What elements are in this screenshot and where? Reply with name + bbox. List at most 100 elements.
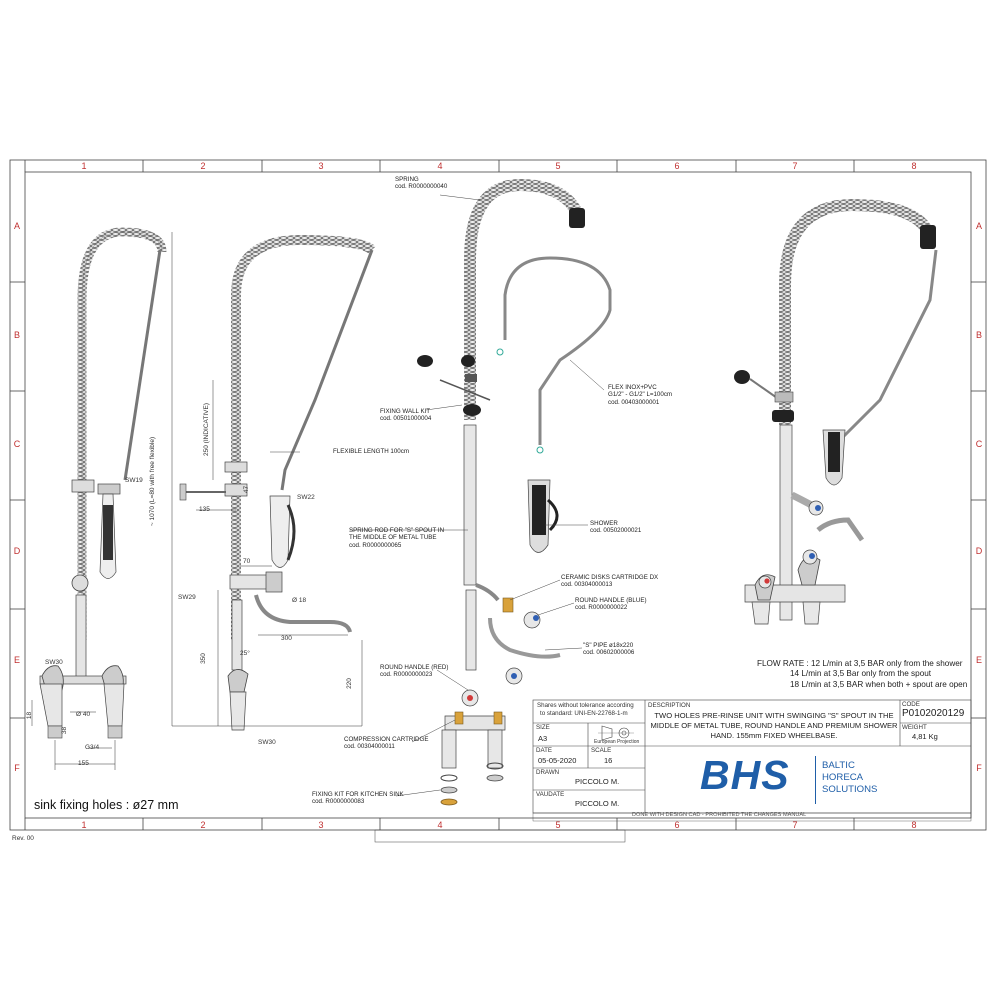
zone-col-2-bottom: 2 [200,820,206,830]
dim-sw30-front: SW30 [45,659,63,666]
dim-sw29: SW29 [178,594,196,601]
callout-handle-red-code: cod. R0000000023 [380,671,433,679]
callout-ceramic-cartridge: CERAMIC DISKS CARTRIDGE DX cod. 00304000… [561,574,658,589]
revision-label: Rev. 00 [12,835,34,842]
side-view [171,232,376,731]
dim-h47: 47 [243,485,251,494]
flow-rate-line-3: 18 L/min at 3,5 BAR when both + spout ar… [790,679,968,689]
zone-row-f-right: F [976,763,982,773]
callout-spring-name: SPRING [395,176,419,183]
zone-row-c-left: C [13,439,21,449]
callout-compression-cartridge: COMPRESSION CARTRIDGE cod. 00304000011 [344,736,428,751]
logo-mark: BHS [700,752,790,798]
title-block-grid [532,699,972,822]
zone-col-3-top: 3 [318,161,324,171]
zone-col-1-top: 1 [81,161,87,171]
dim-h350: 350 [199,653,207,664]
callout-handle-red-name: ROUND HANDLE (RED) [380,664,449,671]
callout-s-pipe-name: "S" PIPE ø18x220 [583,642,634,649]
callout-flexible-length: FLEXIBLE LENGTH 100cm [333,448,409,455]
sink-fixing-holes-note: sink fixing holes : ø27 mm [34,798,179,812]
callout-handle-blue-name: ROUND HANDLE (BLUE) [575,597,647,604]
tb-scale-value: 16 [604,756,613,765]
dim-w300: 300 [281,635,292,642]
callout-flex: FLEX INOX+PVC G1/2" - G1/2" L=100cm cod.… [608,384,672,406]
callout-handle-red: ROUND HANDLE (RED) cod. R0000000023 [380,664,448,679]
zone-col-3-bottom: 3 [318,820,324,830]
zone-row-b-right: B [975,330,983,340]
zone-col-7-top: 7 [792,161,798,171]
zone-row-a-left: A [13,221,21,231]
zone-row-a-right: A [975,221,983,231]
callout-shower: SHOWER cod. 00502000021 [590,520,641,535]
callout-sink-kit: FIXING KIT FOR KITCHEN SINK cod. R000000… [312,791,404,806]
callout-spring-code: cod. R0000000040 [395,183,448,191]
zone-col-6-top: 6 [674,161,680,171]
dim-sw30-side: SW30 [258,739,276,746]
tb-code-value: P0102020129 [902,708,965,719]
zone-row-c-right: C [975,439,983,449]
dim-d40: Ø 40 [76,711,91,718]
callout-flex-spec: G1/2" - G1/2" L=100cm [608,391,673,399]
flow-rate-line-2: 14 L/min at 3,5 Bar only from the spout [790,669,932,679]
callout-flex-name: FLEX INOX+PVC [608,384,657,391]
zone-col-4-top: 4 [437,161,443,171]
zone-row-f-left: F [14,763,20,773]
callout-sink-kit-code: cod. R0000000083 [312,798,365,806]
leader-lines [270,194,605,797]
zone-col-8-top: 8 [911,161,917,171]
zone-col-5-top: 5 [555,161,561,171]
zone-col-6-bottom: 6 [674,820,680,830]
callout-ceramic-code: cod. 00304000013 [561,581,613,589]
projection-symbol [598,725,634,741]
tb-description-label: DESCRIPTION [648,702,691,709]
tb-date-label: DATE [536,747,553,754]
zone-col-5-bottom: 5 [555,820,561,830]
callout-s-pipe: "S" PIPE ø18x220 cod. 00602000006 [583,642,634,657]
logo-text: BALTIC HORECA SOLUTIONS [822,760,877,795]
front-view [31,227,167,770]
zone-row-d-right: D [975,546,983,556]
dim-h220: 220 [345,678,353,689]
zone-row-e-left: E [13,655,21,665]
callout-spring-rod-code: cod. R0000000065 [349,541,402,549]
flow-rate-line-1: FLOW RATE : 12 L/min at 3,5 BAR only fro… [757,659,963,668]
tb-tolerance-1: Shares without tolerance according [537,702,634,709]
zone-row-d-left: D [13,546,21,556]
tb-description: TWO HOLES PRE-RINSE UNIT WITH SWINGING "… [650,711,898,740]
tb-weight-value: 4,81 Kg [912,732,938,741]
zone-row-b-left: B [13,330,21,340]
zone-col-2-top: 2 [200,161,206,171]
dim-h38: 38 [61,726,69,735]
logo-divider [815,756,816,804]
dim-w155: 155 [78,760,89,767]
tb-drawn-value: PICCOLO M. [575,777,620,786]
callout-ceramic-name: CERAMIC DISKS CARTRIDGE DX [561,574,659,581]
callout-handle-blue-code: cod. R0000000022 [575,604,628,612]
dim-sw19: SW19 [125,477,143,484]
tb-weight-label: WEIGHT [902,724,927,731]
tb-drawn-label: DRAWN [536,769,560,776]
tb-scale-label: SCALE [591,747,612,754]
tb-date-value: 05-05-2020 [538,756,577,765]
tb-projection: European Projection [594,739,640,745]
dim-w135: 135 [199,506,210,513]
callout-fixing-wall-kit-code: cod. 00501000004 [380,415,432,423]
dim-g34: G3/4 [85,744,100,751]
callout-sink-kit-name: FIXING KIT FOR KITCHEN SINK [312,791,404,798]
dim-d18: Ø 18 [292,597,307,604]
tb-validate-label: VAUDATE [536,791,565,798]
tb-tolerance-2: to standard: UNI-EN-22768-1-m [540,710,628,717]
flow-rate-note: FLOW RATE : 12 L/min at 3,5 BAR only fro… [757,659,967,690]
dim-h18: 18 [26,711,34,720]
callout-fixing-wall-kit-name: FIXING WALL KIT [380,408,431,415]
callout-flex-code: cod. 00403000001 [608,398,660,406]
dim-h1070: ~ 1070 (L=80 with free flexible) [149,436,157,527]
logo-line-2: HORECA [822,771,864,783]
dim-w70: 70 [243,558,251,565]
callout-shower-name: SHOWER [590,520,618,527]
sheet-frame [9,159,987,843]
dim-h250: 250 (INDICATIVE) [202,403,210,456]
